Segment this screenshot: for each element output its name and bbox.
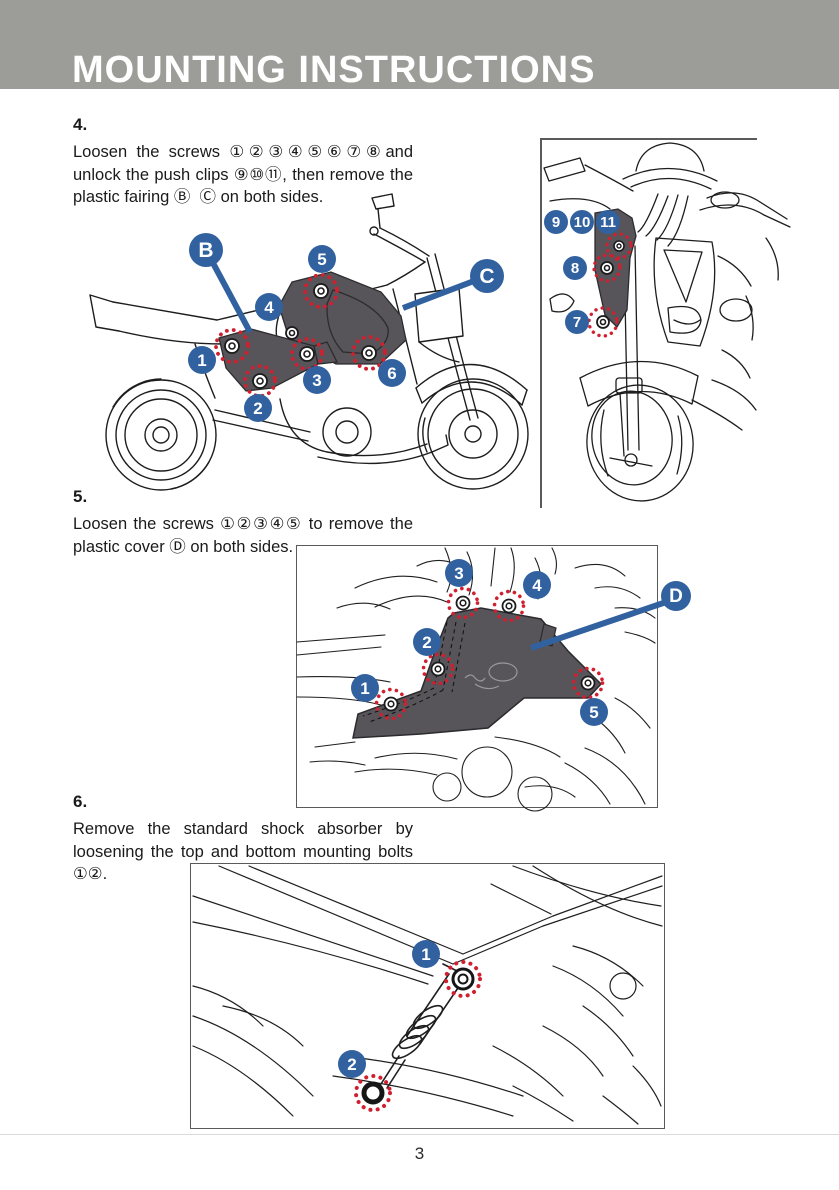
callout-leader-line-d [530, 595, 679, 651]
shock-absorber [380, 963, 463, 1089]
callout-badge-11: 11 [596, 210, 620, 234]
header-banner: MOUNTING INSTRUCTIONS [0, 0, 839, 89]
callout-badge-2: 2 [244, 394, 272, 422]
callout-badge-7: 7 [565, 310, 589, 334]
step-4-text-line: plastic fairing Ⓑ Ⓒ on both sides. [73, 188, 324, 206]
page-number: 3 [414, 1144, 425, 1163]
front-wheel [417, 378, 529, 490]
cover-ridge-dashes [362, 621, 466, 723]
callout-badge-c: C [470, 259, 504, 293]
step-4-text-line: Loosen the screws ①②③④⑤⑥⑦⑧and [73, 143, 413, 161]
callout-badge-3: 3 [445, 559, 473, 587]
callout-badge-6: 6 [378, 359, 406, 387]
step-4-section: 4. Loosen the screws ①②③④⑤⑥⑦⑧and unlock … [73, 115, 413, 209]
footer-divider [0, 1134, 839, 1135]
step-6-text-line: ①②. [73, 865, 108, 883]
callout-badge-1: 1 [188, 346, 216, 374]
shock-absorber-illustration [192, 865, 663, 1125]
callout-badge-1: 1 [351, 674, 379, 702]
callout-badge-9: 9 [544, 210, 568, 234]
mounting-bolts [361, 967, 475, 1105]
motorcycle-front-illustration [543, 142, 791, 502]
callout-badge-2: 2 [413, 628, 441, 656]
page-title: MOUNTING INSTRUCTIONS [72, 49, 596, 91]
step-6-text-line: Remove the standard shock absorber by [73, 820, 413, 838]
step-6-section: 6. Remove the standard shock absorber by… [73, 792, 413, 886]
screw-dotted-circles [214, 273, 387, 398]
step-5-section: 5. Loosen the screws ①②③④⑤ to remove the… [73, 487, 413, 558]
motorcycle-side-illustration [89, 193, 529, 491]
front-fender-front [579, 360, 699, 407]
plastic-cover-illustration [296, 547, 679, 812]
cover-panel [352, 607, 603, 739]
handlebars [543, 157, 791, 228]
front-fender [415, 363, 528, 406]
callout-badge-d: D [661, 581, 691, 611]
step-6-text-line: loosening the top and bottom mounting bo… [73, 842, 413, 861]
callout-badge-5: 5 [308, 245, 336, 273]
callout-badge-1: 1 [412, 940, 440, 968]
figure-border-top [540, 138, 757, 140]
step-5-text-line: Loosen the screws ①②③④⑤ to remove the [73, 515, 413, 533]
callout-badge-10: 10 [570, 210, 594, 234]
step-6-number: 6. [73, 792, 88, 811]
handlebar [369, 193, 430, 263]
frame-sketch [192, 865, 663, 1125]
right-side-sketch [691, 237, 779, 431]
callout-badge-3: 3 [303, 366, 331, 394]
windscreen [622, 142, 718, 190]
figure-fairing-side-view: B 5 C 4 1 2 3 6 [75, 192, 535, 492]
callout-badge-b: B [189, 233, 223, 267]
headlight-cowl [549, 237, 753, 347]
step-5-text-line: plastic cover Ⓓ on both sides. [73, 537, 294, 556]
figure-plastic-cover: 3 4 2 1 5 [296, 545, 679, 812]
rear-wheel [105, 378, 217, 491]
callout-badge-4: 4 [255, 293, 283, 321]
screw-dotted-circles [374, 586, 605, 721]
figure-shock-absorber: 1 2 [190, 863, 665, 1129]
callout-badge-8: 8 [563, 256, 587, 280]
screws [224, 283, 377, 389]
screws [383, 595, 596, 712]
figure-fairing-front-view: 9 10 11 8 7 [540, 138, 800, 508]
bolt-dotted-circles [354, 960, 482, 1112]
callout-badge-2: 2 [338, 1050, 366, 1078]
screw-dotted-circles [587, 232, 633, 338]
step-5-number: 5. [73, 487, 88, 506]
step-4-number: 4. [73, 115, 88, 134]
screws [596, 240, 625, 329]
step-4-text-line: unlock the push clips ⑨⑩⑪, then remove t… [73, 165, 413, 184]
callout-badge-5: 5 [580, 698, 608, 726]
figure-border-left [540, 138, 542, 508]
fairing-bracket-panel [594, 208, 637, 329]
front-wheel-front [586, 384, 694, 502]
callout-badge-4: 4 [523, 571, 551, 599]
cover-detail [464, 662, 518, 690]
